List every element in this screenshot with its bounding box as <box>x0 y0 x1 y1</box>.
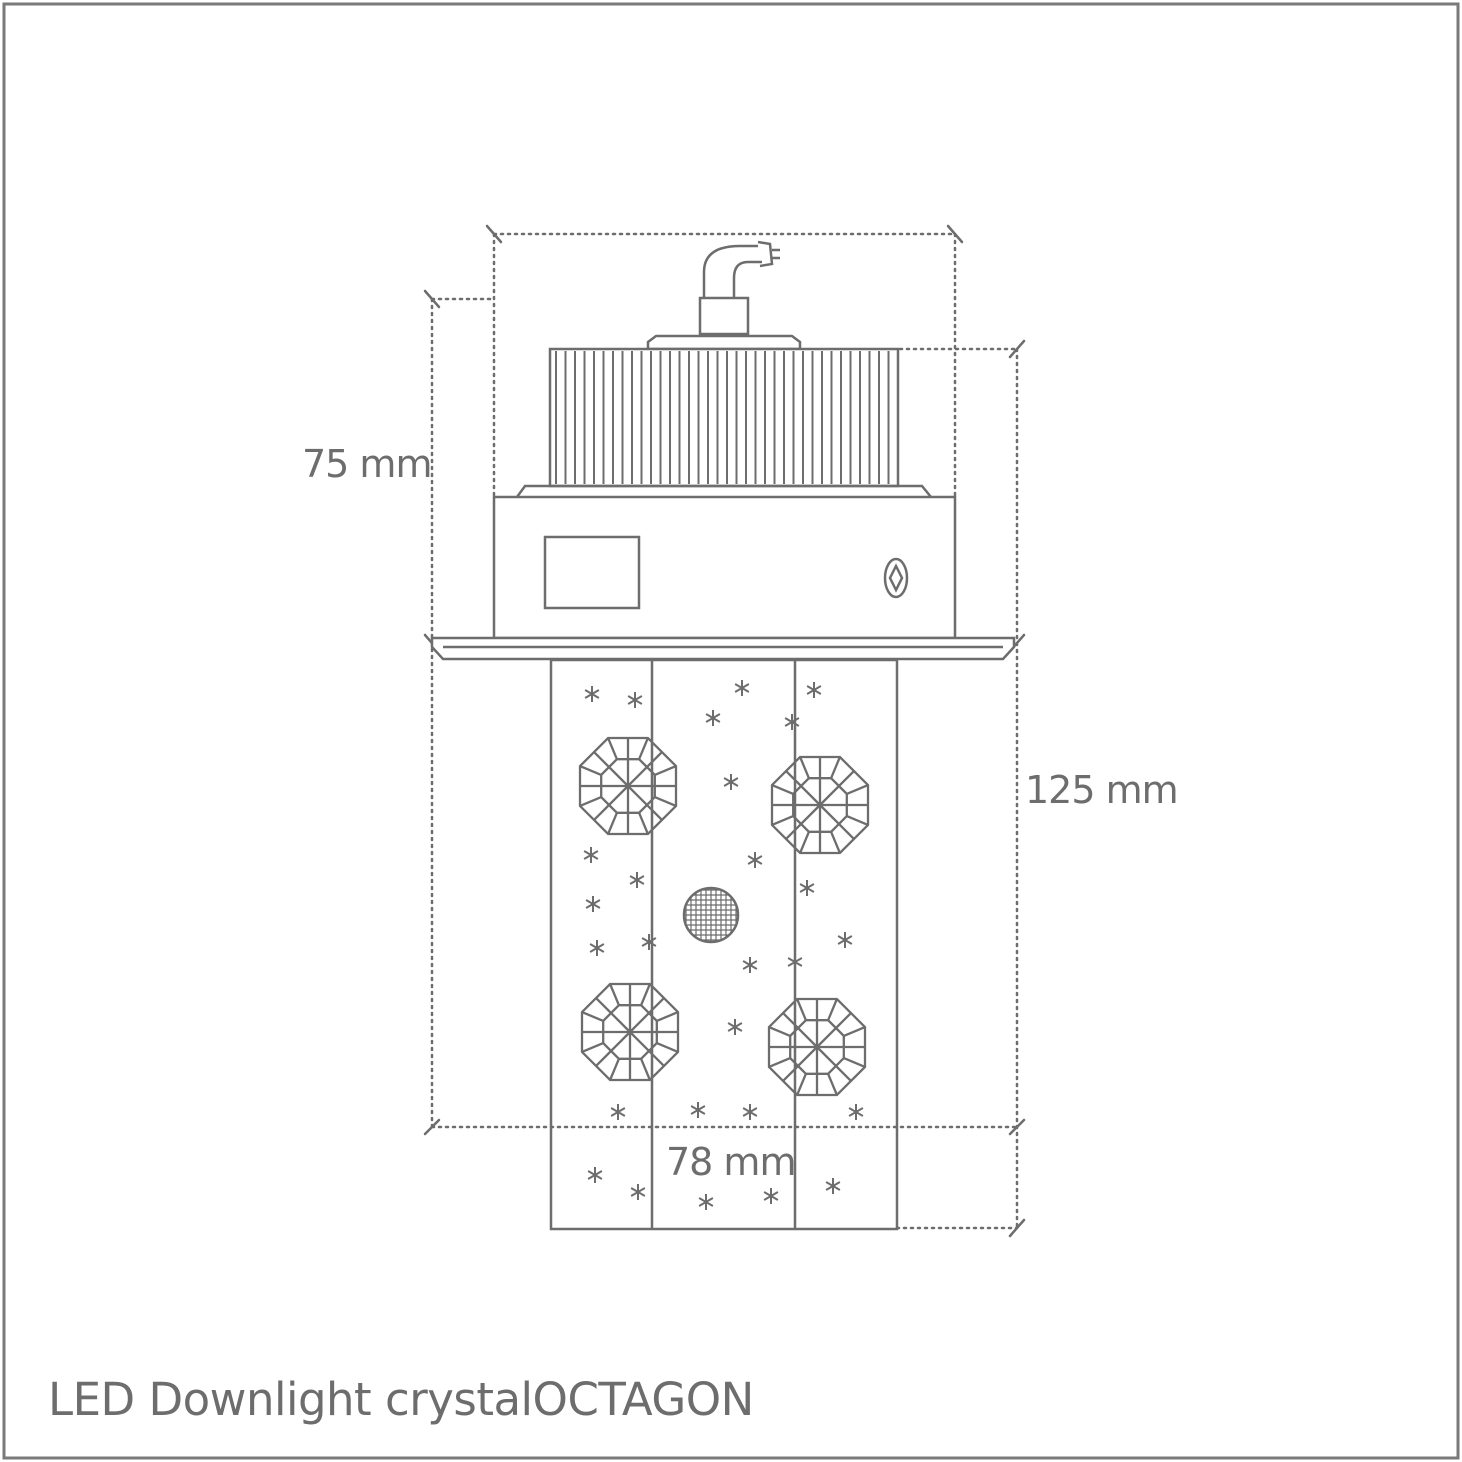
sparkle-icon <box>825 1178 841 1194</box>
sparkle-icon <box>585 896 601 912</box>
height-bottom-label: 125 mm <box>1025 768 1178 812</box>
height-top-label: 75 mm <box>302 442 431 486</box>
sparkle-icon <box>641 934 657 950</box>
sparkle-icon <box>629 872 645 888</box>
crystal-octagons <box>578 736 870 1097</box>
width-label: 78 mm <box>666 1140 795 1184</box>
sparkle-icon <box>837 932 853 948</box>
sparkle-icon <box>787 954 803 970</box>
crystal-body <box>549 658 899 1231</box>
octagon-crystal-icon <box>578 736 678 836</box>
sparkle-icon <box>727 1019 743 1035</box>
sparkle-icon <box>723 774 739 790</box>
sparkle-icon <box>583 847 599 863</box>
crystal-sparkles <box>583 680 864 1210</box>
power-cable <box>702 240 780 298</box>
octagon-crystal-icon <box>580 982 680 1082</box>
screw <box>883 557 909 599</box>
sparkle-icon <box>698 1194 714 1210</box>
product-caption: LED Downlight crystalOCTAGON <box>48 1373 754 1426</box>
sparkle-icon <box>705 710 721 726</box>
octagon-crystal-icon <box>767 997 867 1097</box>
label-plate <box>543 535 641 610</box>
sparkle-icon <box>734 680 750 696</box>
cable-gland <box>646 296 802 351</box>
sparkle-icon <box>806 682 822 698</box>
sparkle-icon <box>587 1167 603 1183</box>
sparkle-icon <box>630 1184 646 1200</box>
heat-sink <box>515 347 932 498</box>
sparkle-icon <box>747 852 763 868</box>
mounting-flange <box>430 636 1016 661</box>
sparkle-icon <box>848 1104 864 1120</box>
sparkle-icon <box>799 880 815 896</box>
dimension-lines <box>430 232 1019 1230</box>
driver-housing <box>492 495 957 640</box>
sparkle-icon <box>584 686 600 702</box>
sparkle-icon <box>742 1104 758 1120</box>
disco-ball <box>682 886 740 944</box>
sparkle-icon <box>690 1102 706 1118</box>
octagon-crystal-icon <box>770 755 870 855</box>
sparkle-icon <box>742 957 758 973</box>
sparkle-icon <box>610 1104 626 1120</box>
dimension-ticks <box>423 224 1026 1238</box>
sparkle-icon <box>784 714 800 730</box>
sparkle-icon <box>763 1188 779 1204</box>
sparkle-icon <box>589 940 605 956</box>
sparkle-icon <box>627 692 643 708</box>
